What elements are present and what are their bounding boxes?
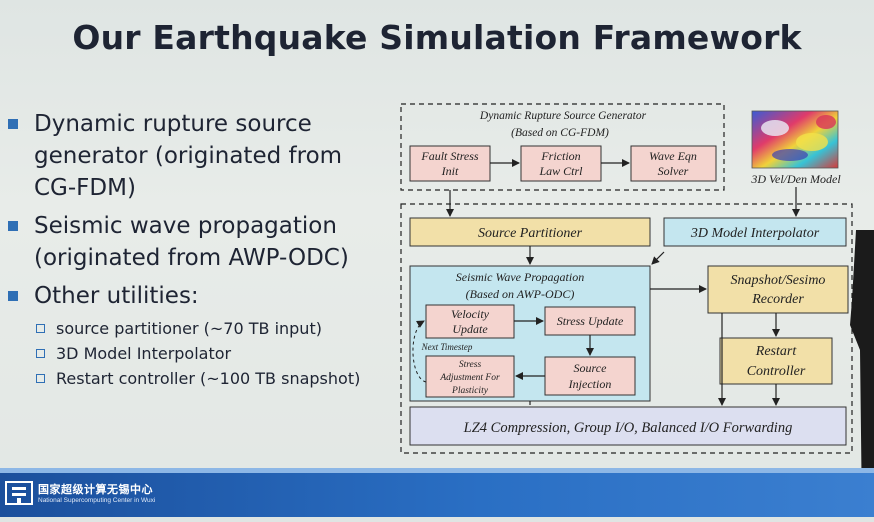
source-injection-label: Source: [574, 361, 608, 375]
restart-controller-box: [719, 337, 833, 385]
bullet-wave-propagation: Seismic wave propagation (originated fro…: [6, 210, 386, 274]
rupture-group-subtitle: (Based on CG-FDM): [511, 127, 609, 139]
wave-eqn-solver-box: [630, 145, 717, 182]
restart-controller-label: Controller: [747, 364, 806, 379]
io-bar: [409, 406, 847, 446]
snapshot-recorder-box: [707, 265, 849, 314]
stress-adjustment-label: Plasticity: [451, 386, 489, 396]
bullet-text: Dynamic rupture source generator (origin…: [34, 111, 343, 201]
fault-stress-init-box: [409, 145, 491, 182]
sub-bullet-restart-controller: Restart controller (~100 TB snapshot): [6, 368, 386, 390]
arrow-interpolator-to-propagation: [651, 251, 665, 265]
supercomputing-center-logo: [4, 478, 34, 508]
hollow-square-bullet-icon: [36, 374, 45, 383]
wave-eqn-solver-label: Wave Eqn: [649, 149, 697, 163]
bullet-text: Seismic wave propagation (originated fro…: [34, 213, 349, 271]
framework-frame: [400, 203, 853, 454]
velocity-update-label: Velocity: [451, 307, 490, 321]
square-bullet-icon: [8, 291, 18, 301]
source-partitioner-box: [409, 217, 651, 247]
source-partitioner-label: Source Partitioner: [478, 226, 583, 241]
bullet-other-utilities: Other utilities:: [6, 280, 386, 312]
square-bullet-icon: [8, 221, 18, 231]
friction-law-ctrl-label: Law Ctrl: [538, 164, 583, 178]
sub-bullet-model-interpolator: 3D Model Interpolator: [6, 343, 386, 365]
hollow-square-bullet-icon: [36, 349, 45, 358]
hollow-square-bullet-icon: [36, 324, 45, 333]
velocity-model-thumbnail: [751, 110, 839, 169]
footer-org-name-en: National Supercomputing Center in Wuxi: [38, 497, 156, 504]
velocity-update-label: Update: [452, 322, 488, 336]
bullet-text: Other utilities:: [34, 283, 199, 309]
bullet-rupture-source: Dynamic rupture source generator (origin…: [6, 108, 386, 204]
square-bullet-icon: [8, 119, 18, 129]
model-interpolator-box: [663, 217, 847, 247]
rupture-group-title: Dynamic Rupture Source Generator: [479, 110, 647, 122]
wave-propagation-subtitle: (Based on AWP-ODC): [466, 287, 575, 301]
loop-next-timestep: [412, 320, 427, 383]
io-bar-label: LZ4 Compression, Group I/O, Balanced I/O…: [463, 420, 793, 436]
footer-bar: [0, 468, 874, 517]
snapshot-recorder-label: Snapshot/Sesimo: [731, 273, 826, 288]
restart-controller-label: Restart: [755, 344, 798, 359]
wave-propagation-title: Seismic Wave Propagation: [456, 270, 584, 284]
source-injection-box: [544, 356, 636, 396]
friction-law-ctrl-label: Friction: [540, 149, 580, 163]
stress-adjustment-label: Adjustment For: [439, 373, 500, 383]
friction-law-ctrl-box: [520, 145, 602, 182]
next-timestep-label: Next Timestep: [421, 342, 473, 352]
sub-bullet-source-partitioner: source partitioner (~70 TB input): [6, 318, 386, 340]
vel-den-model-label: 3D Vel/Den Model: [750, 172, 841, 186]
snapshot-recorder-label: Recorder: [751, 292, 804, 307]
velocity-update-box: [425, 304, 515, 339]
source-injection-label: Injection: [568, 377, 612, 391]
fault-stress-init-label: Fault Stress: [420, 149, 479, 163]
stress-adjustment-label: Stress: [459, 360, 482, 370]
stress-update-label: Stress Update: [557, 314, 624, 328]
model-interpolator-label: 3D Model Interpolator: [690, 226, 820, 241]
stress-adjustment-box: [425, 355, 515, 398]
wave-eqn-solver-label: Solver: [658, 164, 689, 178]
slide-title: Our Earthquake Simulation Framework: [72, 18, 802, 57]
sub-bullet-text: 3D Model Interpolator: [56, 344, 232, 363]
bullet-list: Dynamic rupture source generator (origin…: [6, 108, 386, 393]
sub-bullet-text: source partitioner (~70 TB input): [56, 319, 322, 338]
rupture-group-frame: [400, 103, 725, 191]
footer-org-name: 国家超级计算无锡中心: [38, 483, 153, 496]
sub-bullet-text: Restart controller (~100 TB snapshot): [56, 369, 361, 388]
pointer-pole: [842, 230, 874, 517]
fault-stress-init-label: Init: [441, 164, 459, 178]
